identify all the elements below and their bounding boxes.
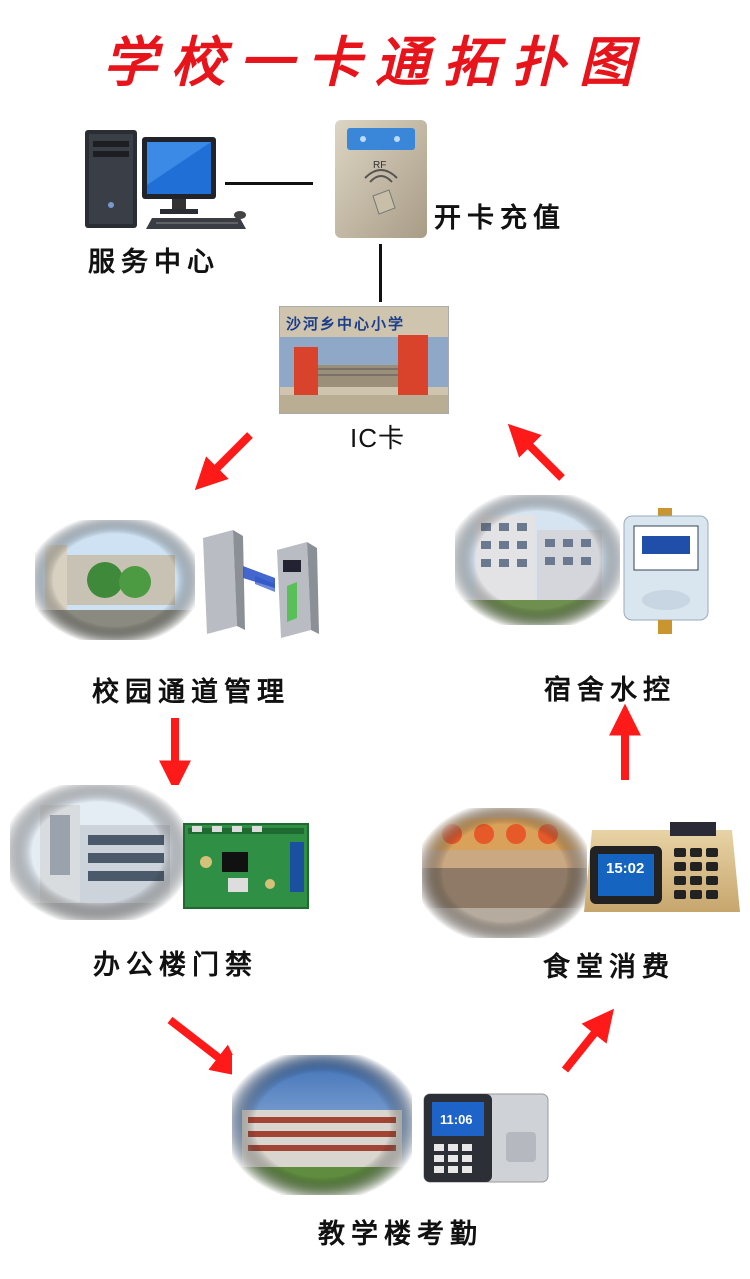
- page-title: 学校一卡通拓扑图: [103, 30, 647, 94]
- teaching-building-photo: [232, 1055, 412, 1195]
- arrow-dorm-to-card: [507, 423, 565, 481]
- turnstile-icon: [195, 526, 320, 641]
- access-control-board-icon: [182, 822, 310, 910]
- office-building-photo: [10, 785, 185, 920]
- service-center-label: 服务中心: [88, 247, 220, 278]
- canteen-photo: [422, 808, 587, 938]
- arrow-teaching-to-canteen: [561, 1008, 614, 1073]
- connector-line: [225, 182, 313, 185]
- office-access-label: 办公楼门禁: [93, 950, 258, 981]
- ic-card-school-name: 沙河乡中心小学: [286, 315, 406, 333]
- attendance-machine-icon: [422, 1092, 550, 1184]
- dormitory-photo: [455, 495, 620, 625]
- water-controller-icon: [620, 508, 712, 636]
- attendance-time-display: 11:06: [440, 1112, 473, 1127]
- reader-rf-text: RF: [373, 160, 387, 171]
- arrow-office-to-teaching: [167, 1016, 244, 1077]
- computer-icon: [80, 125, 250, 235]
- ic-card-label: IC卡: [350, 423, 406, 453]
- ic-card-image: 沙河乡中心小学: [279, 306, 449, 414]
- canteen-label: 食堂消费: [543, 952, 675, 983]
- campus-gate-label: 校园通道管理: [92, 677, 290, 708]
- pos-time-display: 15:02: [606, 860, 645, 877]
- teaching-attendance-label: 教学楼考勤: [318, 1219, 483, 1250]
- card-reader-icon: [333, 118, 429, 240]
- card-issue-label: 开卡充值: [434, 203, 566, 234]
- pos-terminal-icon: [582, 822, 742, 916]
- connector-line: [379, 244, 382, 302]
- campus-photo: [35, 520, 195, 640]
- arrow-card-to-gate: [194, 432, 253, 491]
- dorm-water-label: 宿舍水控: [544, 675, 676, 706]
